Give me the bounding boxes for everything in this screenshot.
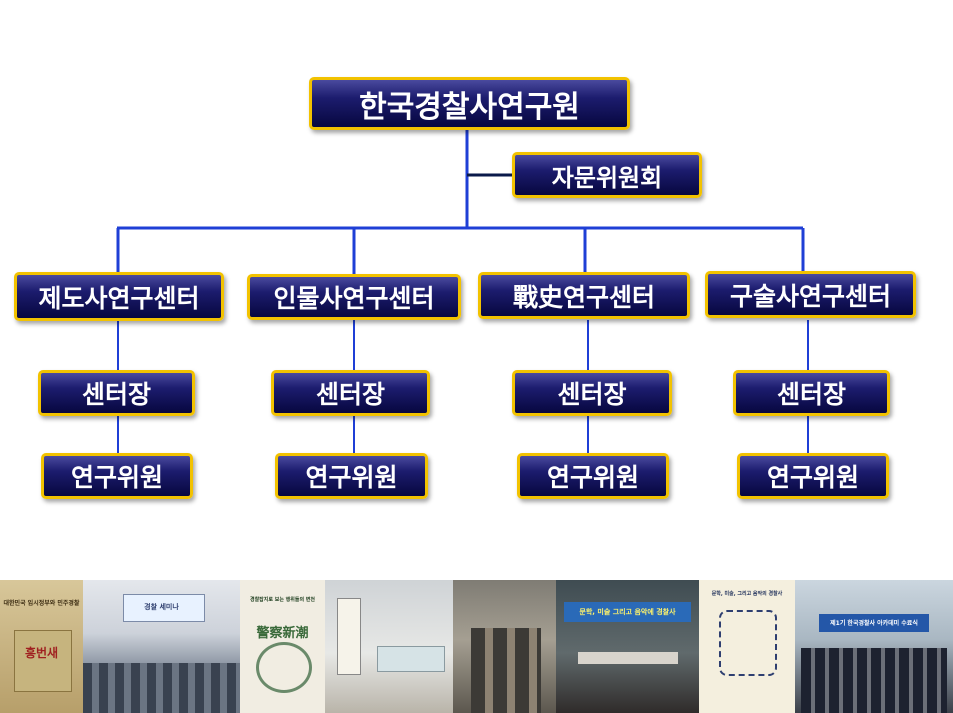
- activity-photo-strip: 대한민국 임시정부와 민주경찰 흥번새 경찰 세미나 경찰잡지로 보는 행위들의…: [0, 580, 953, 713]
- photo-academy-graduation: 제1기 한국경찰사 아카데미 수료식: [795, 580, 953, 713]
- center-box-3: 戰史연구센터: [478, 272, 690, 319]
- center-head-box-3: 센터장: [512, 370, 672, 416]
- display-case: [377, 646, 445, 672]
- projector-screen: [123, 594, 205, 622]
- center-box-1: 제도사연구센터: [14, 272, 224, 321]
- graduation-banner: [819, 614, 929, 632]
- research-fellow-label-1: 연구위원: [70, 463, 163, 492]
- center-head-label-1: 센터장: [81, 380, 151, 409]
- center-label-4: 구술사연구센터: [729, 281, 891, 311]
- advisory-committee-label: 자문위원회: [551, 163, 663, 192]
- photo-field-trip: [453, 580, 556, 713]
- banner2-text: 제1기 한국경찰사 아카데미 수료식: [830, 620, 918, 627]
- photo-poster-police-magazine: 경찰잡지로 보는 행위들의 변천 警察新潮: [240, 580, 325, 713]
- stage-banner: [564, 602, 691, 622]
- photo-poster-literature-art-music: 문학, 미술, 그리고 음악의 경찰사: [699, 580, 795, 713]
- panel-table: [578, 652, 678, 664]
- poster2-masthead: 警察新潮: [256, 626, 309, 641]
- center-box-2: 인물사연구센터: [247, 274, 461, 320]
- center-box-4: 구술사연구센터: [705, 271, 916, 318]
- center-head-box-2: 센터장: [271, 370, 430, 416]
- research-fellow-box-4: 연구위원: [737, 453, 889, 499]
- center-head-label-4: 센터장: [776, 380, 846, 409]
- research-fellow-label-4: 연구위원: [766, 463, 859, 492]
- photo-exhibition-hall: [325, 580, 453, 713]
- research-fellow-label-3: 연구위원: [546, 463, 639, 492]
- exhibit-panel: [337, 598, 361, 675]
- center-head-label-3: 센터장: [557, 380, 627, 409]
- photo-poster-provisional-government: 대한민국 임시정부와 민주경찰 흥번새: [0, 580, 83, 713]
- center-label-2: 인물사연구센터: [273, 284, 435, 313]
- center-label-1: 제도사연구센터: [38, 283, 200, 313]
- research-fellow-label-2: 연구위원: [305, 463, 398, 492]
- poster2-title: 경찰잡지로 보는 행위들의 변천: [249, 597, 316, 603]
- root-node-box: 한국경찰사연구원: [309, 77, 630, 130]
- screen-text: 경찰 세미나: [144, 603, 179, 611]
- poster3-title: 문학, 미술, 그리고 음악의 경찰사: [711, 591, 783, 597]
- center-head-box-4: 센터장: [733, 370, 890, 416]
- center-label-3: 戰史연구센터: [512, 282, 655, 312]
- root-node-label: 한국경찰사연구원: [359, 89, 580, 125]
- banner-text: 문학, 미술 그리고 음악에 경찰사: [579, 608, 676, 616]
- photo-panel-discussion: 문학, 미술 그리고 음악에 경찰사: [556, 580, 699, 713]
- poster-char: 흥번새: [24, 646, 59, 660]
- advisory-committee-box: 자문위원회: [512, 152, 702, 198]
- poster3-illustration: [719, 610, 777, 676]
- poster-emblem: [14, 630, 72, 692]
- research-fellow-box-2: 연구위원: [275, 453, 428, 499]
- center-head-box-1: 센터장: [38, 370, 195, 416]
- center-head-label-2: 센터장: [315, 380, 385, 409]
- research-fellow-box-3: 연구위원: [517, 453, 669, 499]
- people-group: [471, 628, 541, 713]
- research-fellow-box-1: 연구위원: [41, 453, 193, 499]
- audience: [83, 663, 240, 713]
- poster-title: 대한민국 임시정부와 민주경찰: [3, 600, 80, 607]
- poster2-illustration: [256, 642, 312, 693]
- graduates-group: [801, 648, 947, 713]
- photo-seminar-room: 경찰 세미나: [83, 580, 240, 713]
